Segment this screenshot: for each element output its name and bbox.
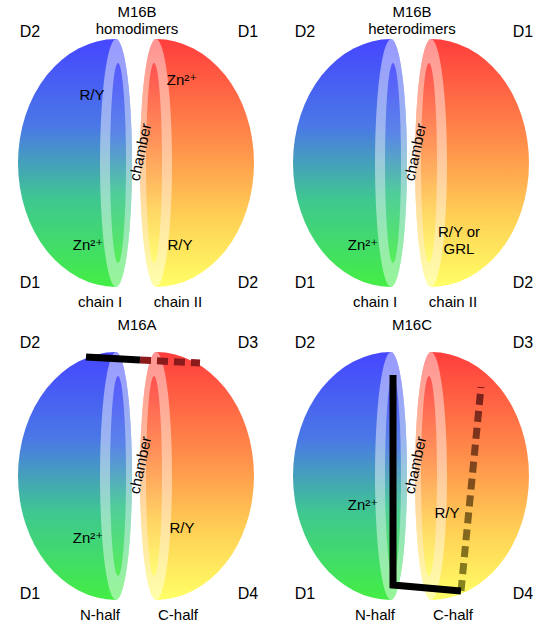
chamber-label: chamber — [125, 122, 154, 183]
chain-label: C-half — [433, 606, 473, 623]
protein-half: Zn²⁺ — [18, 352, 132, 600]
cut-face — [100, 352, 132, 600]
domain-label: D1 — [295, 585, 315, 603]
chain-label: chain I — [78, 293, 122, 310]
domain-label: D1 — [238, 23, 258, 41]
site-label: Zn²⁺ — [348, 496, 378, 513]
site-label: R/Y — [79, 86, 104, 103]
half-sphere — [415, 39, 529, 287]
domain-label: D4 — [238, 585, 258, 603]
hemisphere-shape — [415, 352, 529, 600]
chamber-cavity — [385, 63, 401, 263]
domain-label: D2 — [20, 23, 40, 41]
protein-half: R/Y — [415, 352, 529, 600]
panel-title: M16B homodimers — [87, 3, 187, 38]
panel-title: M16B heterodimers — [362, 3, 462, 38]
chamber-cavity — [110, 63, 126, 263]
protein-half: Zn²⁺ — [293, 39, 407, 287]
visible-linker — [86, 357, 140, 360]
domain-label: D1 — [295, 274, 315, 292]
panel-title: M16A — [87, 316, 187, 333]
chain-label: N-half — [355, 606, 395, 623]
hemisphere-shape — [18, 352, 132, 600]
half-sphere — [140, 352, 254, 600]
chamber-label: chamber — [400, 122, 429, 183]
hemisphere-shape — [140, 352, 254, 600]
site-label: R/Y or GRL — [433, 223, 485, 258]
domain-label: D2 — [295, 23, 315, 41]
chain-label: chain II — [154, 293, 202, 310]
chain-label: chain I — [353, 293, 397, 310]
cut-face — [375, 352, 407, 600]
protein-half: Zn²⁺ — [293, 352, 407, 600]
hemisphere-shape — [293, 352, 407, 600]
cut-face — [100, 39, 132, 287]
site-label: Zn²⁺ — [348, 236, 378, 253]
domain-label: D1 — [513, 23, 533, 41]
site-label: R/Y — [434, 504, 459, 521]
chamber-cavity — [110, 376, 126, 576]
chain-label: N-half — [80, 606, 120, 623]
site-label: R/Y — [167, 236, 192, 253]
half-sphere — [293, 39, 407, 287]
chamber-label: chamber — [125, 435, 154, 496]
panel-title: M16C — [362, 316, 462, 333]
site-label: Zn²⁺ — [73, 529, 103, 546]
protein-half: R/Y or GRL — [415, 39, 529, 287]
chamber-cavity — [421, 376, 437, 576]
chain-label: C-half — [158, 606, 198, 623]
domain-label: D1 — [20, 274, 40, 292]
domain-label: D2 — [20, 334, 40, 352]
protein-half: R/Y — [140, 352, 254, 600]
domain-label: D2 — [238, 274, 258, 292]
half-sphere — [18, 352, 132, 600]
chain-label: chain II — [429, 293, 477, 310]
half-sphere — [18, 39, 132, 287]
chamber-cavity — [146, 63, 162, 263]
domain-label: D3 — [513, 334, 533, 352]
domain-label: D1 — [20, 585, 40, 603]
chamber-cavity — [146, 376, 162, 576]
site-label: Zn²⁺ — [73, 236, 103, 253]
domain-label: D2 — [513, 274, 533, 292]
site-label: Zn²⁺ — [167, 71, 197, 88]
site-label: R/Y — [169, 519, 194, 536]
chamber-cavity — [421, 63, 437, 263]
chamber-cavity — [385, 376, 401, 576]
domain-label: D2 — [295, 334, 315, 352]
domain-label: D4 — [513, 585, 533, 603]
domain-label: D3 — [238, 334, 258, 352]
protein-half: R/Y Zn²⁺ — [18, 39, 132, 287]
half-sphere — [140, 39, 254, 287]
cut-face — [375, 39, 407, 287]
protein-half: Zn²⁺ R/Y — [140, 39, 254, 287]
half-sphere — [415, 352, 529, 600]
half-sphere — [293, 352, 407, 600]
chamber-label: chamber — [400, 435, 429, 496]
